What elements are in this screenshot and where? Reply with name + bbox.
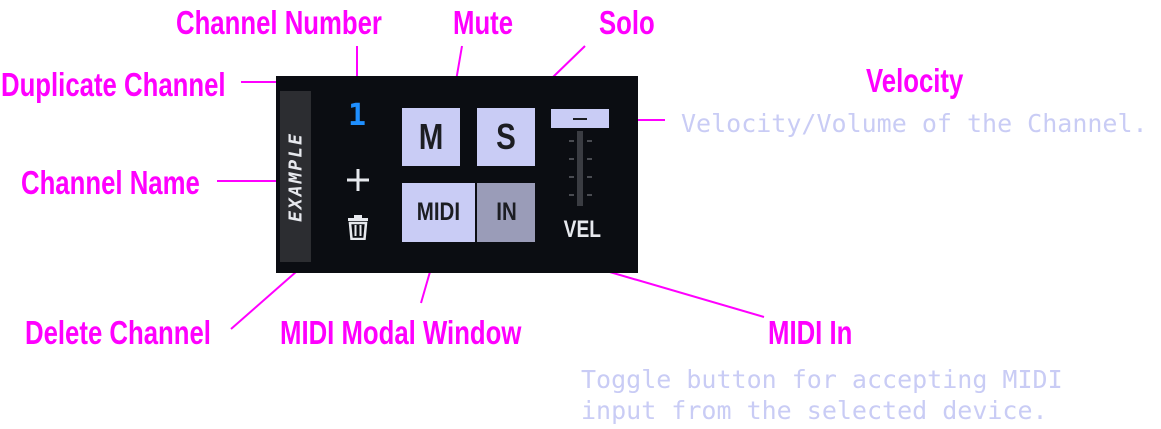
callout-solo: Solo	[599, 4, 655, 41]
mute-button[interactable]: M	[402, 108, 460, 166]
callout-midi-in: MIDI In	[768, 314, 853, 351]
velocity-label: VEL	[559, 218, 603, 242]
channel-name-strip[interactable]: EXAMPLE	[280, 91, 311, 262]
velocity-tick	[569, 140, 574, 142]
channel-name: EXAMPLE	[285, 131, 306, 222]
duplicate-channel-button[interactable]	[346, 168, 370, 192]
callout-velocity: Velocity	[866, 62, 964, 99]
channel-number: 1	[348, 98, 367, 133]
midi-in-description-line-2: input from the selected device.	[581, 396, 1048, 425]
velocity-description: Velocity/Volume of the Channel.	[681, 109, 1148, 138]
velocity-tick	[569, 176, 574, 178]
velocity-tick	[587, 194, 592, 196]
callout-mute: Mute	[453, 4, 514, 41]
velocity-handle-mark	[573, 117, 587, 120]
callout-midi-modal: MIDI Modal Window	[280, 314, 522, 351]
velocity-label-text: VEL	[563, 216, 602, 243]
mute-label: M	[418, 116, 444, 157]
midi-in-label: IN	[495, 198, 517, 226]
solo-label: S	[496, 116, 516, 157]
velocity-tick	[587, 176, 592, 178]
midi-label: MIDI	[416, 198, 461, 226]
trash-icon	[348, 215, 368, 241]
velocity-tick	[587, 140, 592, 142]
plus-icon	[347, 169, 369, 191]
solo-button[interactable]: S	[477, 108, 535, 166]
velocity-tick	[569, 194, 574, 196]
midi-modal-button[interactable]: MIDI	[402, 183, 475, 242]
velocity-slider-handle[interactable]	[551, 109, 609, 128]
midi-in-description-line-1: Toggle button for accepting MIDI	[581, 365, 1063, 394]
channel-panel: EXAMPLE 1 M S MIDI IN	[276, 76, 638, 273]
callout-duplicate-channel: Duplicate Channel	[1, 66, 226, 103]
velocity-tick	[587, 158, 592, 160]
velocity-slider-track[interactable]	[577, 131, 583, 206]
velocity-tick	[569, 158, 574, 160]
callout-channel-name: Channel Name	[21, 164, 200, 201]
delete-channel-button[interactable]	[347, 214, 369, 241]
midi-in-toggle[interactable]: IN	[477, 183, 535, 242]
callout-channel-number: Channel Number	[176, 4, 382, 41]
callout-delete-channel: Delete Channel	[25, 314, 211, 351]
